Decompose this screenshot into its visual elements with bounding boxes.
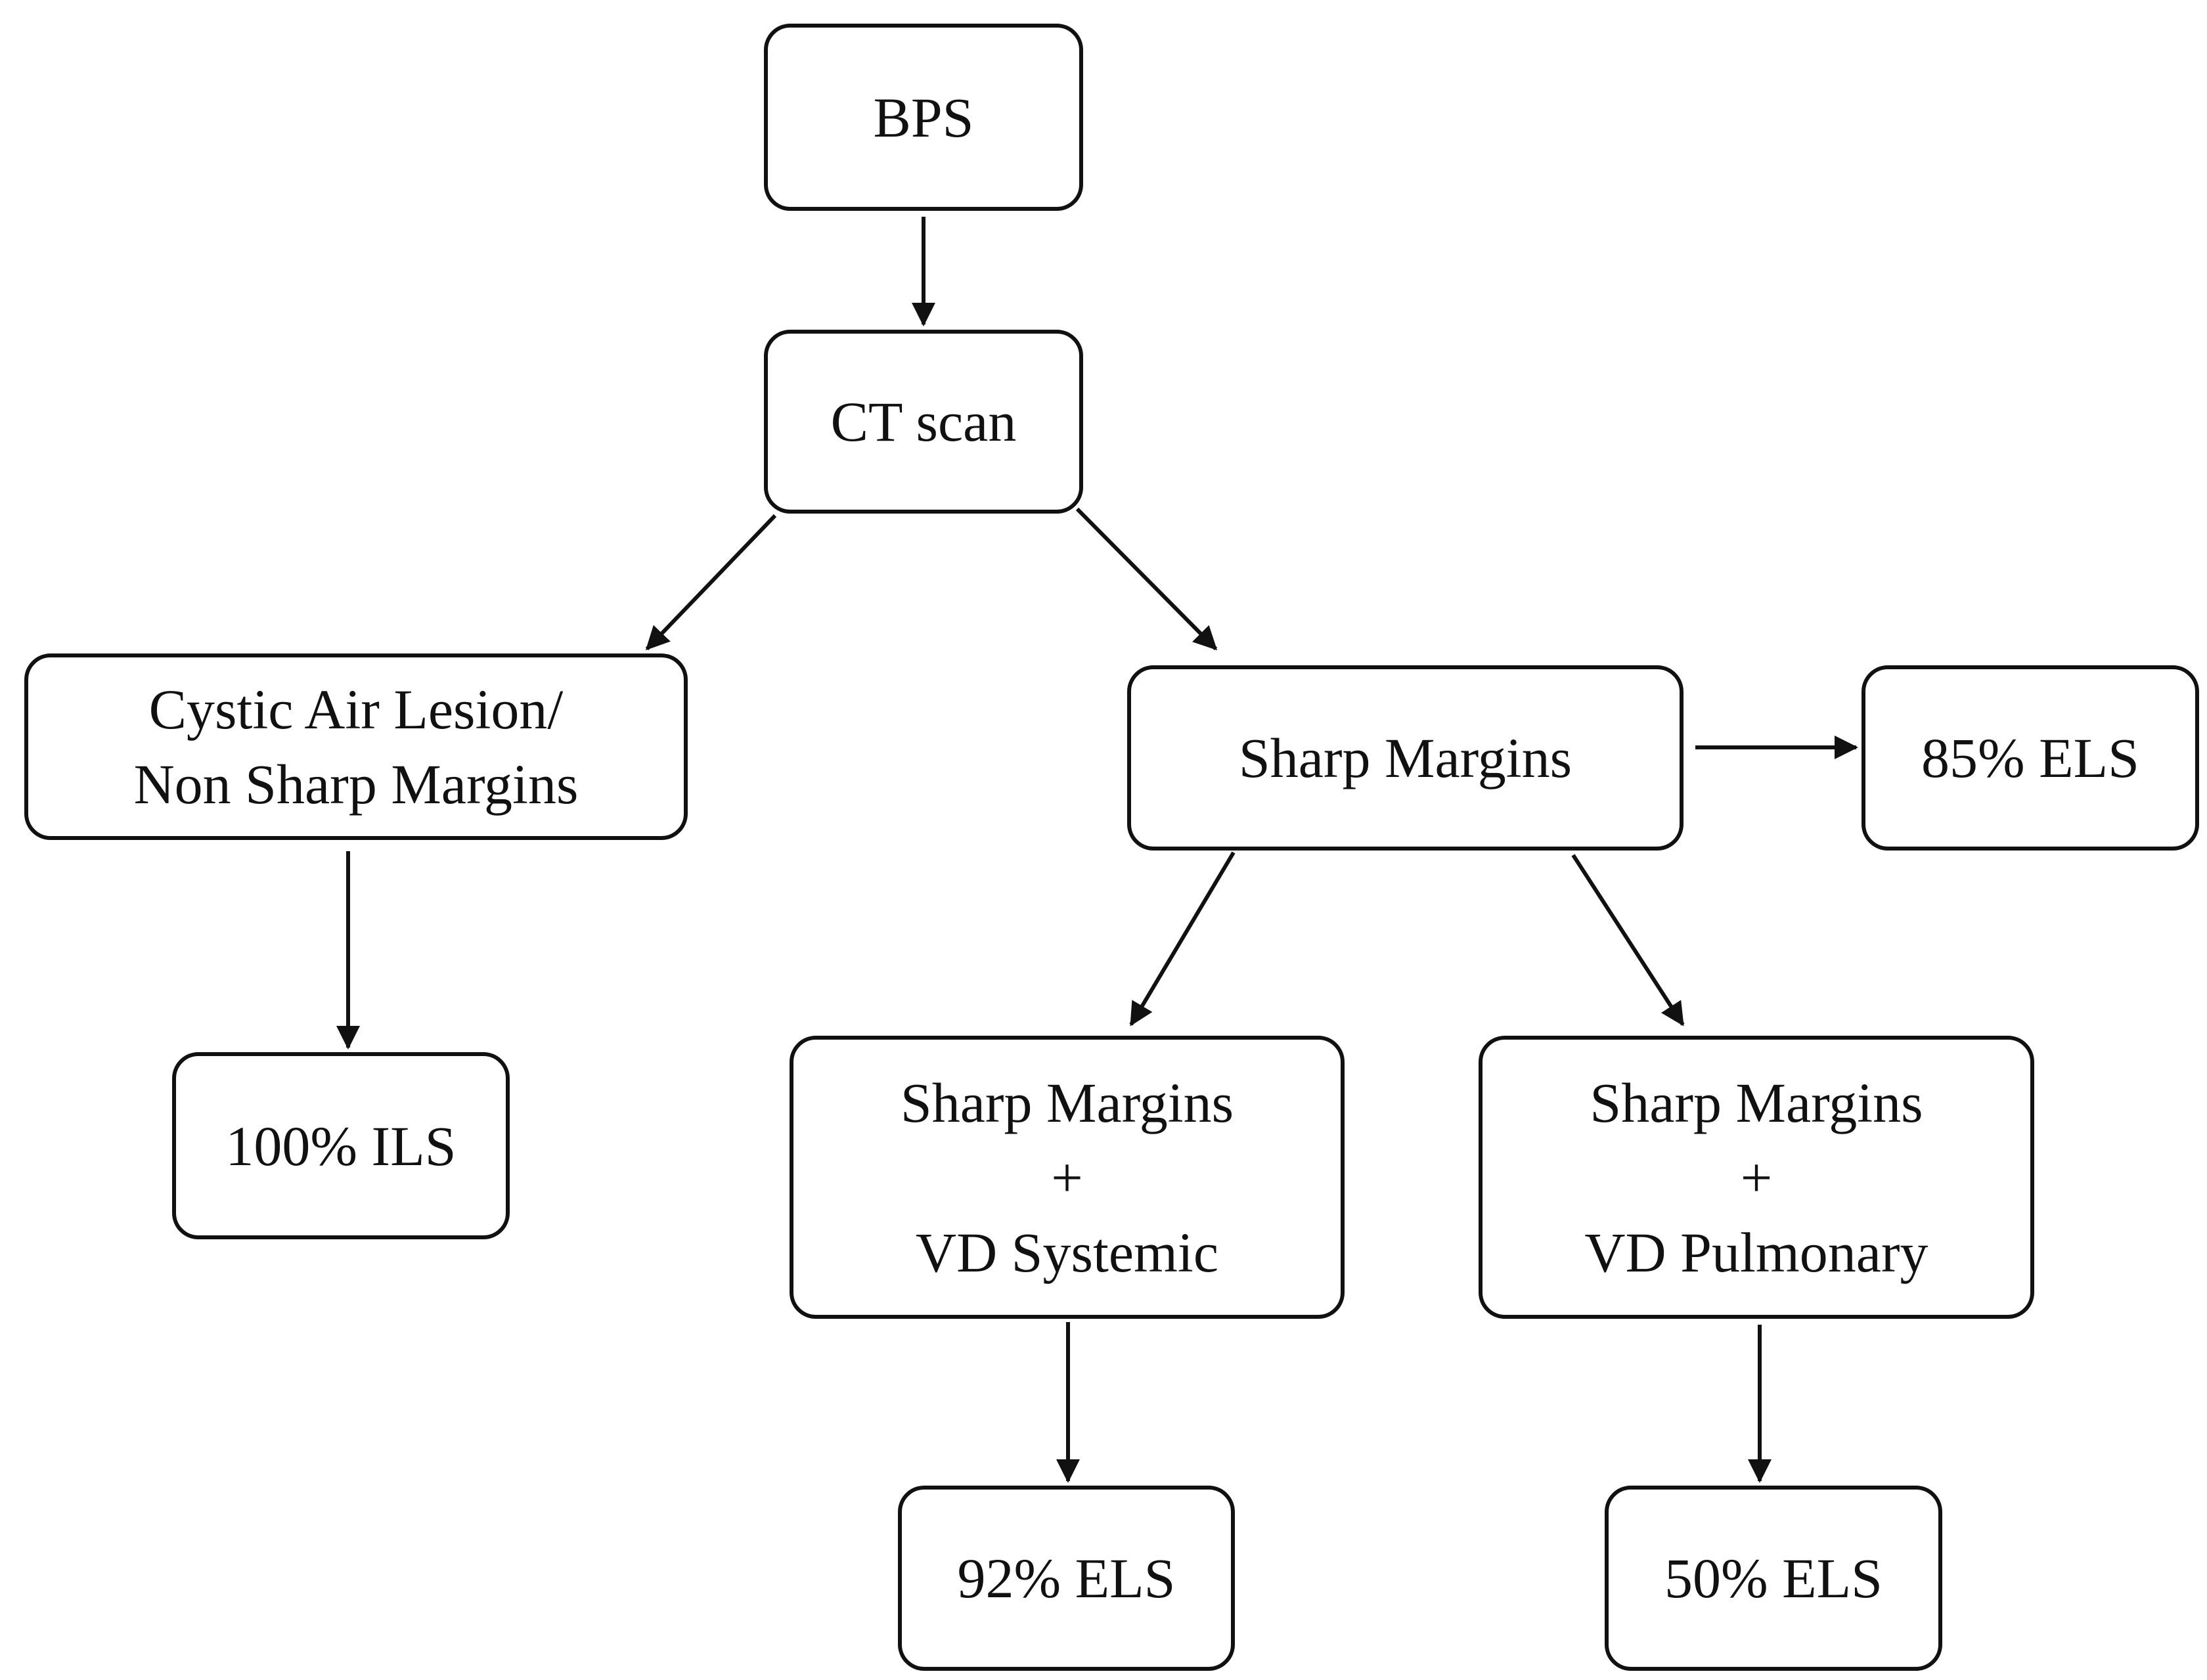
node-vd-systemic-line-2: + [1051,1145,1083,1209]
node-vd-systemic: Sharp Margins + VD Systemic [790,1036,1345,1319]
node-92-els-line-1: 92% ELS [957,1547,1176,1610]
node-vd-pulmonary-line-3: VD Pulmonary [1584,1220,1928,1284]
node-50-els-line-1: 50% ELS [1664,1547,1883,1610]
arrow-ct-scan-to-sharp-margins [1075,507,1218,651]
node-100-ils: 100% ILS [172,1052,510,1239]
node-bps: BPS [764,24,1083,211]
node-ct-scan-line-1: CT scan [830,390,1017,453]
node-cystic-air-lesion: Cystic Air Lesion/ Non Sharp Margins [24,653,688,840]
arrow-ct-scan-to-cystic-air [645,514,777,651]
node-vd-systemic-line-1: Sharp Margins [900,1071,1234,1134]
node-85-els: 85% ELS [1861,665,2199,851]
node-85-els-line-1: 85% ELS [1921,726,2140,789]
arrow-sharp-margins-to-vd-systemic [1129,851,1236,1027]
node-sharp-margins: Sharp Margins [1127,665,1683,851]
node-sharp-margins-line-1: Sharp Margins [1238,726,1572,789]
arrow-sharp-margins-to-vd-pulmonary [1571,854,1685,1027]
node-92-els: 92% ELS [898,1486,1235,1671]
node-vd-pulmonary-line-2: + [1740,1145,1773,1209]
node-vd-pulmonary: Sharp Margins + VD Pulmonary [1479,1036,2034,1319]
node-ct-scan: CT scan [764,330,1083,514]
node-cystic-air-lesion-line-1: Cystic Air Lesion/ [148,678,564,741]
node-100-ils-line-1: 100% ILS [225,1114,457,1178]
node-vd-pulmonary-line-1: Sharp Margins [1590,1071,1923,1134]
node-50-els: 50% ELS [1605,1486,1942,1671]
node-vd-systemic-line-3: VD Systemic [915,1220,1219,1284]
node-cystic-air-lesion-line-2: Non Sharp Margins [133,753,579,816]
node-bps-line-1: BPS [873,85,974,149]
